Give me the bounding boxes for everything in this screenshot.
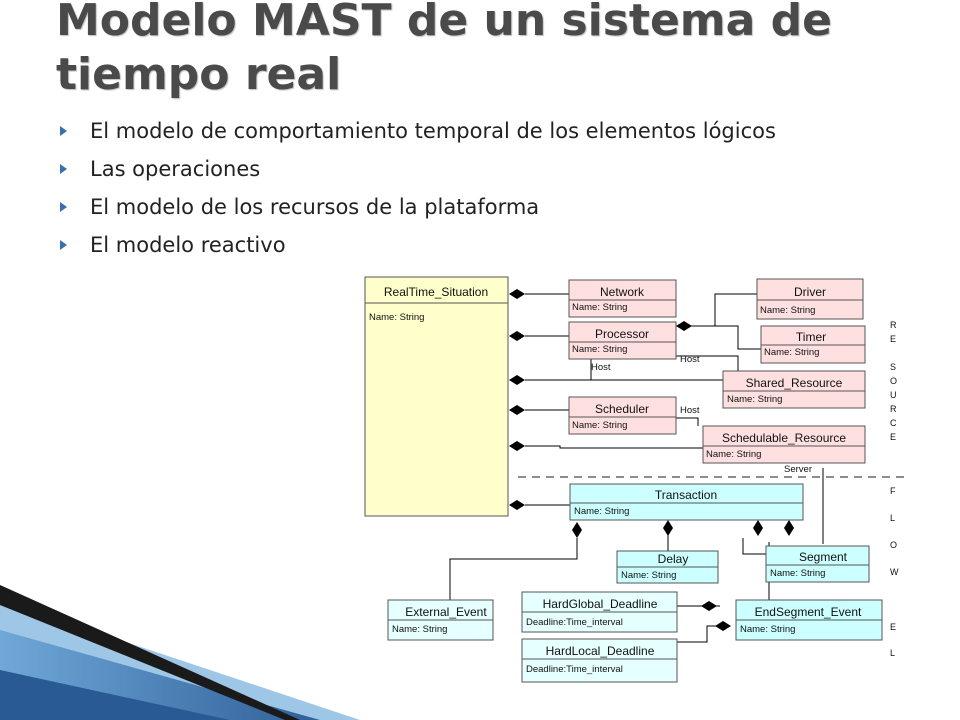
- bullet-item: El modelo reactivo: [58, 232, 858, 258]
- bullet-arrow-icon: [60, 164, 67, 174]
- svg-text:Name: String: Name: String: [574, 506, 629, 517]
- svg-text:Name: String: Name: String: [572, 344, 627, 355]
- svg-text:Name: String: Name: String: [392, 624, 447, 635]
- class-hardglobal-deadline: HardGlobal_Deadline Deadline:Time_interv…: [522, 592, 677, 632]
- svg-text:HardGlobal_Deadline: HardGlobal_Deadline: [543, 597, 658, 611]
- svg-text:HardLocal_Deadline: HardLocal_Deadline: [546, 644, 655, 658]
- svg-text:Name: String: Name: String: [770, 568, 825, 579]
- slide-title: Modelo MAST de un sistema de tiempo real: [56, 0, 936, 102]
- class-delay: Delay Name: String: [617, 551, 718, 583]
- bullet-arrow-icon: [60, 126, 67, 136]
- role-label: Host: [591, 362, 611, 373]
- svg-text:Deadline:Time_interval: Deadline:Time_interval: [526, 664, 623, 675]
- class-network: Network Name: String: [569, 280, 676, 317]
- svg-text:Name: String: Name: String: [369, 312, 424, 323]
- svg-text:Segment: Segment: [799, 550, 848, 564]
- bullet-text: El modelo de comportamiento temporal de …: [90, 119, 776, 143]
- class-hardlocal-deadline: HardLocal_Deadline Deadline:Time_interva…: [522, 639, 677, 682]
- svg-text:Name: String: Name: String: [727, 394, 782, 405]
- svg-text:Delay: Delay: [658, 552, 689, 566]
- class-processor: Processor Name: String: [569, 322, 676, 359]
- bullet-list: El modelo de comportamiento temporal de …: [58, 118, 858, 270]
- bullet-text: El modelo de los recursos de la platafor…: [90, 195, 539, 219]
- svg-text:Shared_Resource: Shared_Resource: [746, 376, 843, 390]
- decorative-swoosh: [0, 560, 360, 720]
- svg-text:Name: String: Name: String: [760, 305, 815, 316]
- svg-text:Timer: Timer: [796, 330, 826, 344]
- class-shared-resource: Shared_Resource Name: String: [723, 371, 865, 408]
- svg-text:Driver: Driver: [794, 285, 826, 299]
- svg-text:Deadline:Time_interval: Deadline:Time_interval: [526, 617, 623, 628]
- class-timer: Timer Name: String: [761, 326, 865, 363]
- svg-text:Name: String: Name: String: [740, 624, 795, 635]
- svg-text:EndSegment_Event: EndSegment_Event: [755, 605, 862, 619]
- bullet-arrow-icon: [60, 240, 67, 250]
- bullet-item: El modelo de comportamiento temporal de …: [58, 118, 858, 144]
- class-external-event: External_Event Name: String: [388, 600, 493, 640]
- class-realtime-situation: RealTime_Situation Name: String: [365, 277, 508, 516]
- svg-text:Name: String: Name: String: [572, 420, 627, 431]
- svg-text:External_Event: External_Event: [405, 605, 487, 619]
- svg-text:Processor: Processor: [595, 327, 649, 341]
- svg-text:Scheduler: Scheduler: [595, 402, 649, 416]
- bullet-item: Las operaciones: [58, 156, 858, 182]
- svg-text:Name: String: Name: String: [621, 570, 676, 581]
- svg-text:Name: String: Name: String: [764, 347, 819, 358]
- class-scheduler: Scheduler Name: String: [569, 397, 676, 434]
- class-segment: Segment Name: String: [766, 546, 869, 582]
- class-transaction: Transaction Name: String: [570, 484, 803, 520]
- bullet-arrow-icon: [60, 202, 67, 212]
- class-driver: Driver Name: String: [757, 279, 863, 319]
- svg-text:Network: Network: [600, 285, 645, 299]
- role-label: Server: [784, 464, 812, 475]
- role-label: Host: [680, 354, 700, 365]
- svg-text:RealTime_Situation: RealTime_Situation: [384, 285, 488, 299]
- bullet-text: Las operaciones: [90, 157, 260, 181]
- svg-text:Name: String: Name: String: [572, 302, 627, 313]
- role-label: Host: [680, 405, 700, 416]
- bullet-item: El modelo de los recursos de la platafor…: [58, 194, 858, 220]
- mast-class-diagram: RealTime_Situation Name: String Network …: [360, 270, 920, 690]
- class-endsegment-event: EndSegment_Event Name: String: [736, 600, 882, 640]
- class-schedulable-resource: Schedulable_Resource Name: String: [703, 426, 865, 463]
- svg-text:Name: String: Name: String: [706, 449, 761, 460]
- svg-text:Transaction: Transaction: [655, 488, 717, 502]
- svg-text:Schedulable_Resource: Schedulable_Resource: [722, 431, 846, 445]
- bullet-text: El modelo reactivo: [90, 233, 286, 257]
